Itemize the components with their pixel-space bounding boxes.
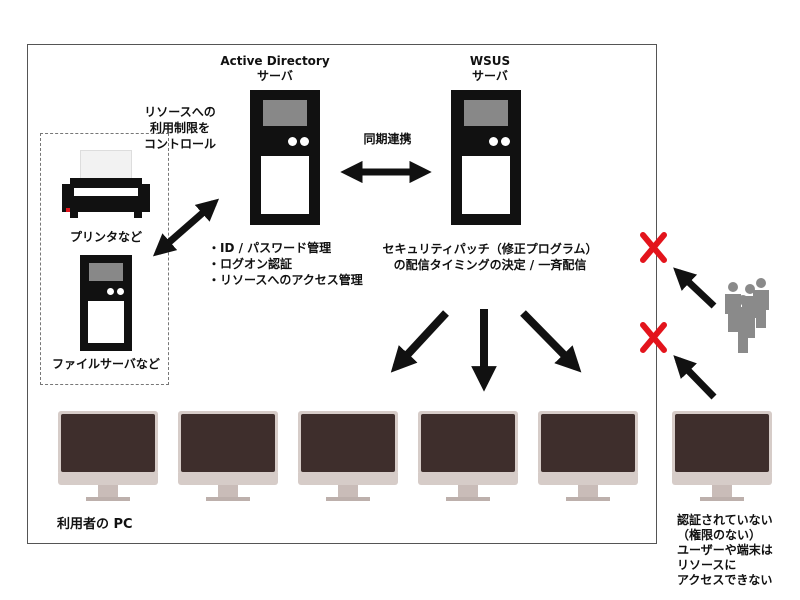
ad-feature-list: ・ID / パスワード管理 ・ログオン認証 ・リソースへのアクセス管理 xyxy=(208,240,408,288)
ad-feature-item: ・ID / パスワード管理 xyxy=(208,241,332,255)
deny-cross-upper-icon xyxy=(640,232,667,263)
unauthorized-note-line: ユーザーや端末は xyxy=(677,543,773,557)
resource-control-line2: 利用制限を xyxy=(149,121,210,135)
wsus-feature-text: セキュリティパッチ（修正プログラム） の配信タイミングの決定 / 一斉配信 xyxy=(380,241,600,273)
ad-server-title: Active Directory サーバ xyxy=(205,54,345,84)
unauthorized-note-line: リソースに xyxy=(677,558,737,572)
unauthorized-note-line: 認証されていない xyxy=(677,513,773,527)
resources-group xyxy=(40,133,169,385)
ad-feature-item: ・リソースへのアクセス管理 xyxy=(208,273,363,287)
wsus-server-title-line2: サーバ xyxy=(472,69,508,83)
printer-label: プリンタなど xyxy=(69,230,142,244)
distribution-arrow-right-icon xyxy=(520,310,582,373)
ad-server-title-line2: サーバ xyxy=(257,69,293,83)
wsus-feature-line: セキュリティパッチ（修正プログラム） xyxy=(382,242,598,256)
unauthorized-note-line: （権限のない） xyxy=(677,528,762,542)
wsus-server-title: WSUS サーバ xyxy=(440,54,540,84)
resource-control-line1: リソースへの xyxy=(144,105,216,119)
ad-server-title-line1: Active Directory xyxy=(220,54,330,68)
ad-server-icon xyxy=(250,90,320,225)
ad-feature-item: ・ログオン認証 xyxy=(208,257,293,271)
deny-cross-lower-icon xyxy=(640,322,667,353)
blocked-arrow-lower-icon xyxy=(673,355,717,400)
distribution-arrow-left-icon xyxy=(390,310,449,373)
resource-control-line3: コントロール xyxy=(143,137,216,151)
wsus-feature-line: の配信タイミングの決定 / 一斉配信 xyxy=(393,258,587,272)
domain-boundary xyxy=(27,44,657,544)
resource-control-label: リソースへの 利用制限を コントロール xyxy=(125,104,235,152)
sync-label: 同期連携 xyxy=(363,132,412,146)
user-pcs-label: 利用者の PC xyxy=(57,517,133,532)
file-server-icon xyxy=(80,255,132,351)
people-icon xyxy=(725,278,769,353)
wsus-server-icon xyxy=(451,90,521,225)
wsus-server-title-line1: WSUS xyxy=(469,54,511,68)
ad-resource-arrow-icon xyxy=(152,198,220,257)
unauthorized-note: 認証されていない （権限のない） ユーザーや端末は リソースに アクセスできない xyxy=(677,513,797,588)
unauthorized-note-line: アクセスできない xyxy=(677,573,773,587)
printer-icon xyxy=(62,150,150,222)
file-server-label: ファイルサーバなど xyxy=(52,357,160,371)
blocked-arrow-upper-icon xyxy=(673,267,717,309)
